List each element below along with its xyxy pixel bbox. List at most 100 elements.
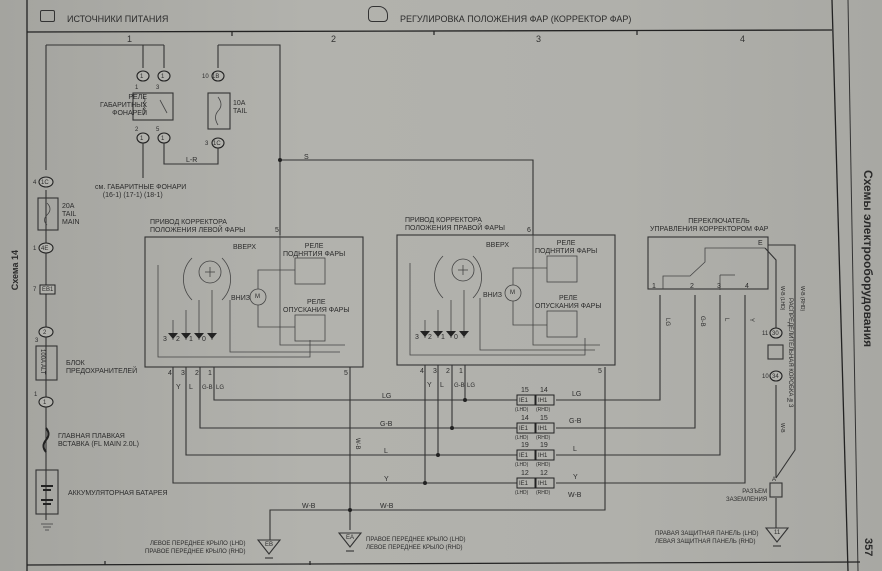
conn-label: 2 <box>43 330 47 336</box>
switch-wire-l: L <box>723 318 729 322</box>
column-2: 2 <box>331 34 337 44</box>
splice-note: (LHD) <box>515 490 529 496</box>
column-3: 3 <box>536 34 542 44</box>
conn-pin: 10 <box>202 74 209 80</box>
right-pin: 2 <box>446 368 450 375</box>
splice-num: 15 <box>540 415 548 422</box>
trunk-wire-gb: G-B <box>380 421 393 428</box>
conn-label: 1 <box>161 136 165 142</box>
wire-wb-rhd: W-B (RHD) <box>799 286 805 312</box>
left-up-label: ВВЕРХ <box>233 244 257 251</box>
column-1: 1 <box>127 34 133 44</box>
left-actuator-box <box>144 236 364 368</box>
splice-right-id: IH1 <box>538 426 548 432</box>
header-rule <box>26 29 833 33</box>
battery-label: АККУМУЛЯТОРНАЯ БАТАРЕЯ <box>68 490 168 497</box>
splice-num: 19 <box>521 442 529 449</box>
trunk-wire-l: L <box>384 448 388 455</box>
wire-wb-bottom-left: W-B <box>302 503 316 510</box>
fuse-alt-label: 100A ALT <box>39 349 45 375</box>
switch-pin: 3 <box>717 283 721 290</box>
left-wire-lg: LG <box>216 385 225 391</box>
splice-note: (RHD) <box>536 435 551 441</box>
battery-icon <box>40 10 55 22</box>
wire-wb-bottom-mid: W-B <box>380 503 394 510</box>
junction-box-label: РАСПРЕДЕЛИТЕЛЬНАЯ КОРОБКА №3 <box>787 298 793 408</box>
right-actuator-box <box>396 234 616 366</box>
column-4: 4 <box>740 34 746 44</box>
right-frame-line-1 <box>831 0 849 571</box>
right-pin: 4 <box>420 368 424 375</box>
right-diode-label: 2 <box>428 334 432 341</box>
wire-s-label: S <box>304 154 309 161</box>
conn-label: 1 <box>43 400 47 406</box>
headlight-icon <box>368 6 388 22</box>
left-output-wires <box>172 367 606 540</box>
conn-label: 1B <box>212 74 220 80</box>
splice-left-id: IE1 <box>519 426 529 432</box>
right-output-wires <box>424 365 466 483</box>
conn-34: 34 <box>772 374 779 380</box>
switch-pin: 2 <box>690 283 694 290</box>
left-diode-label: 2 <box>176 336 180 343</box>
ground-wires <box>764 244 796 528</box>
splice-num: 19 <box>540 442 548 449</box>
right-wire-y: Y <box>427 382 432 389</box>
fuse-20a-main <box>37 197 59 231</box>
headlight-switch-box <box>647 236 769 290</box>
wire-wb-bottom-right: W-B <box>568 492 582 499</box>
splice-num: 14 <box>521 415 529 422</box>
see-tail-lamps-note: см. ГАБАРИТНЫЕ ФОНАРИ (16-1) (17-1) (18-… <box>95 184 187 199</box>
splice-right-id: IH1 <box>538 453 548 459</box>
splice-note: (LHD) <box>515 462 529 468</box>
section-title-headlight-leveling: РЕГУЛИРОВКА ПОЛОЖЕНИЯ ФАР (КОРРЕКТОР ФАР… <box>400 14 632 24</box>
junction-box-3 <box>767 344 784 360</box>
conn-label: EB1 <box>42 287 54 293</box>
ground-eb <box>256 539 282 559</box>
right-up-label: ВВЕРХ <box>486 242 510 249</box>
conn-pin: 1 <box>135 85 139 91</box>
ground-connector <box>769 482 783 498</box>
right-frame-line-2 <box>847 0 859 571</box>
splice-note: (LHD) <box>515 407 529 413</box>
splice-note: (RHD) <box>536 490 551 496</box>
right-actuator-pin-top: 6 <box>527 227 531 234</box>
splice-note: (RHD) <box>536 407 551 413</box>
conn-34-pin: 10 <box>762 374 769 380</box>
conn-30-pin: 11 <box>762 331 769 337</box>
left-diodes <box>168 333 217 339</box>
left-pin: 2 <box>195 370 199 377</box>
switch-wire-gb: G-B <box>699 316 705 327</box>
trunk-wire-lg: LG <box>382 393 392 400</box>
fusible-link-icon <box>42 427 50 453</box>
left-wire-gb: G-B <box>202 385 213 391</box>
wire-wb-lower: W-B <box>779 423 785 433</box>
conn-label: 1C <box>41 180 49 186</box>
conn-label: 4E <box>41 246 49 252</box>
ground-11-label: ПРАВАЯ ЗАЩИТНАЯ ПАНЕЛЬ (LHD)ЛЕВАЯ ЗАЩИТН… <box>655 531 759 545</box>
switch-pin-e: E <box>758 240 763 247</box>
conn-pin: 3 <box>35 338 39 344</box>
wire-wb-lhd: W-B (LHD) <box>779 286 785 311</box>
conn-label: 1C <box>213 141 221 147</box>
left-wire-l: L <box>189 384 193 391</box>
fuse-block <box>35 345 58 381</box>
switch-pin: 1 <box>652 283 656 290</box>
ground-11-id: 11 <box>774 530 781 536</box>
conn-pin: 1 <box>33 246 37 252</box>
splice-note: (RHD) <box>536 462 551 468</box>
trunk-wire-y: Y <box>384 476 389 483</box>
splice-left-id: IE1 <box>519 481 529 487</box>
ground-ea-id: EA <box>346 535 355 541</box>
splice-wire: L <box>573 446 577 453</box>
section-title-power: ИСТОЧНИКИ ПИТАНИЯ <box>67 14 169 24</box>
right-pin: 3 <box>433 368 437 375</box>
bottom-rule <box>26 561 861 566</box>
wire-wb-vertical: W-B <box>354 438 360 450</box>
